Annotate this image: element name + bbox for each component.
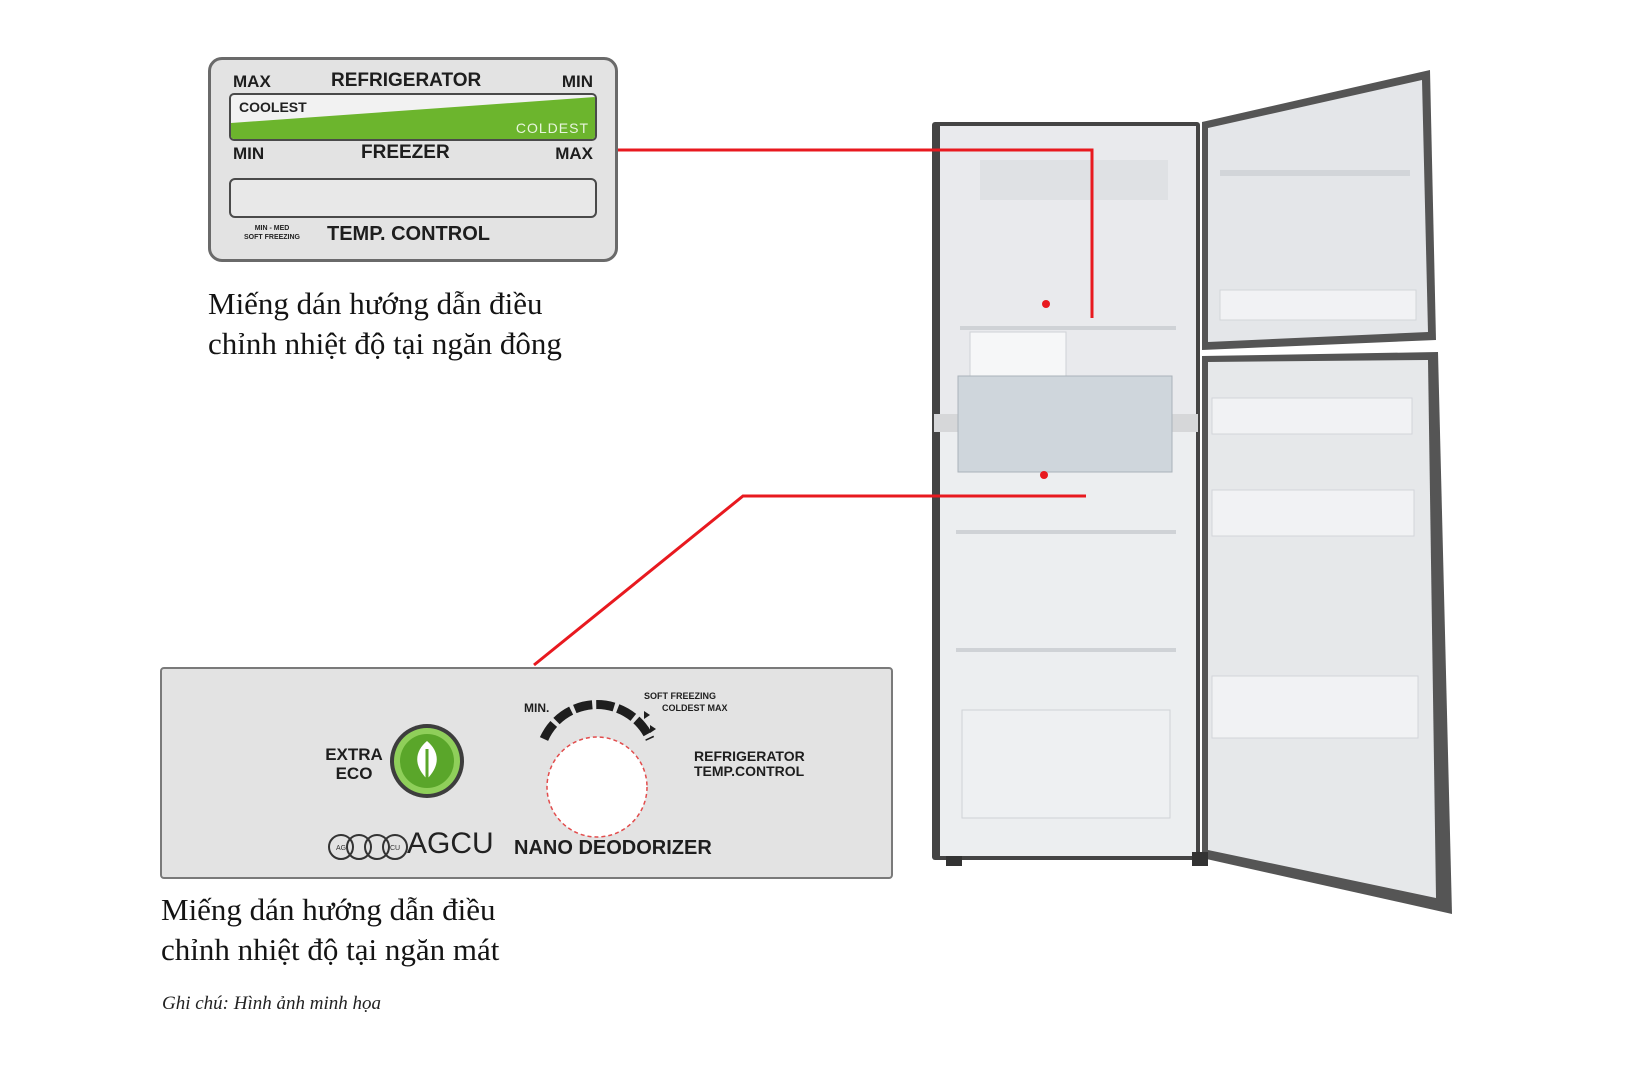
ref-line1: REFRIGERATOR [694,748,805,764]
agcu-rings-logo: AG CU [328,834,408,860]
freezer-label-empty-box [229,178,597,218]
freezer-label-coolest: COOLEST [239,99,307,115]
nano-deodorizer-text: NANO DEODORIZER [514,837,712,859]
dial-soft-freezing-label: SOFT FREEZING [644,691,716,701]
fridge-caption-line1: Miếng dán hướng dẫn điều [161,892,496,927]
crisper-drawer [961,709,1171,819]
freezer-label-min-med: MIN - MED [254,225,290,232]
fridge-caption-line2: chỉnh nhiệt độ tại ngăn mát [161,932,500,967]
leaf-icon [390,724,464,798]
eco-text: ECO [335,764,373,783]
freezer-vent [980,160,1168,200]
freezer-label-soft-freezing: SOFT FREEZING [244,234,300,241]
dial-min-label: MIN. [524,701,550,715]
illustration-note: Ghi chú: Hình ảnh minh họa [162,993,382,1014]
agcu-text: AGCU [407,827,494,860]
freezer-control-dot [1042,300,1050,308]
freezer-caption-line2: chỉnh nhiệt độ tại ngăn đông [208,326,562,361]
freezer-label-title-bottom: FREEZER [361,142,450,163]
temperature-dial [539,700,656,838]
freezer-label-min-right: MIN [561,72,593,91]
extra-text: EXTRA [325,745,383,764]
freezer-caption-line1: Miếng dán hướng dẫn điều [208,286,543,321]
extra-eco-text: EXTRA ECO [314,745,394,783]
freezer-temp-label: MAX REFRIGERATOR MIN COOLEST COLDEST MIN… [208,57,618,262]
fridge-temp-label: EXTRA ECO MIN. SOFT FREEZING COLDEST MAX… [160,667,893,879]
refrigerator-illustration [932,70,1452,914]
freezer-label-max-right: MAX [555,144,593,163]
green-wedge [231,97,595,139]
freezer-label-max-left: MAX [233,72,271,91]
freezer-label-gradient-bar: COOLEST COLDEST [229,93,597,141]
agcu-logo-cu: CU [390,845,400,852]
freezer-label-min-left: MIN [233,144,265,163]
freezer-label-coldest: COLDEST [515,120,589,136]
agcu-logo-ag: AG [336,845,346,852]
freezer-label-temp-control: TEMP. CONTROL [327,223,490,245]
dial-coldest-max-label: COLDEST MAX [662,703,728,713]
freezer-label-title-top: REFRIGERATOR [331,70,482,91]
fridge-control-dot [1040,471,1048,479]
fresh-room-drawer [957,375,1173,473]
ref-line2: TEMP.CONTROL [694,763,805,779]
refrigerator-temp-control-text: REFRIGERATOR TEMP.CONTROL [694,749,805,779]
